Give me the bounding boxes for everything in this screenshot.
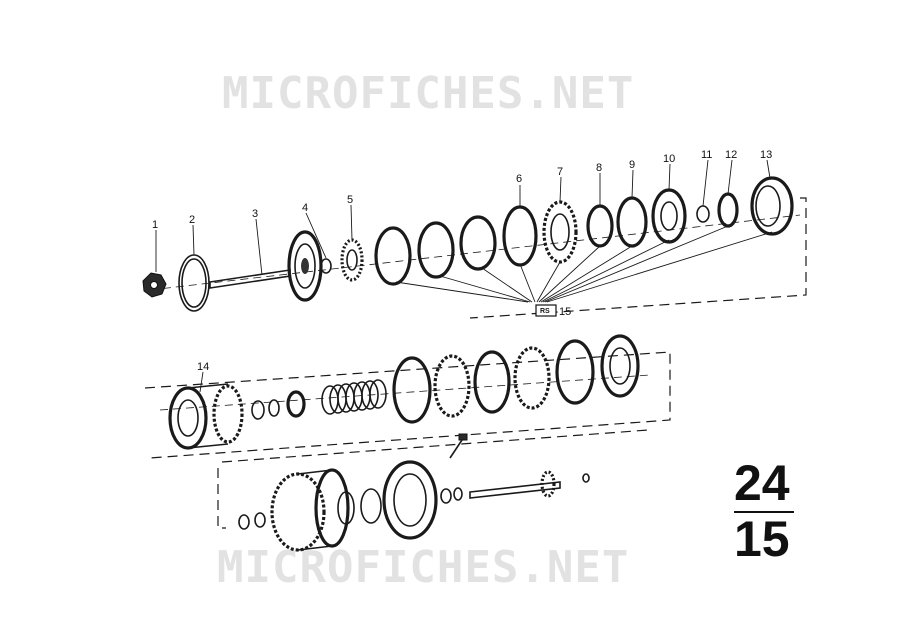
callout-14-leader [199,371,204,393]
row3-housing [382,460,438,540]
diagram-ref-figure: 15 [734,511,790,567]
repair-set-box-text: RS [540,308,550,315]
callout-5: 5 [347,194,353,206]
watermark-bottom: MICROFICHES.NET [217,542,629,593]
repair-set-marker: RS 15 [535,304,571,318]
part-11-washer [696,205,710,223]
callout-11: 11 [701,149,712,161]
part-1-lock-washer [142,272,167,298]
row2-plate-b [433,354,471,418]
part-2-snap-ring [178,254,210,312]
row2-plate-e [555,339,595,405]
callout-13: 13 [760,149,772,161]
callout-9: 9 [629,159,635,171]
callout-12: 12 [725,149,737,161]
part-7-sprag-bearing [542,200,578,264]
part-10-piston [651,188,687,244]
clutch-plate-c [459,215,497,271]
part-9-disc [616,196,648,248]
repair-set-number: 15 [559,306,571,318]
callout-4: 4 [302,202,308,214]
callout-7: 7 [557,166,563,178]
row2-assembly: 14 [144,334,671,459]
row3-output-shaft [469,470,590,499]
row2-retainer [286,390,306,418]
clutch-plate-a [374,226,412,286]
row3-washer-a [238,514,250,530]
row2-spring-pack [321,379,387,415]
row1-callout-leaders [155,159,771,276]
row3-washer-d [453,487,463,501]
part-13-drum [750,176,794,236]
row3-washer-b [254,512,266,528]
row1-center-axis [149,214,801,291]
row3-dashed-frame [217,429,649,529]
callout-8: 8 [596,162,602,174]
row2-piston [600,334,640,398]
repair-set-leaders [395,225,773,303]
callout-1: 1 [152,219,158,231]
clutch-plate-b [417,221,455,279]
callout-3: 3 [252,208,258,220]
part-6-clutch-disc [502,205,538,267]
callout-14: 14 [197,361,209,373]
part-14-clutch-drum [168,383,244,450]
diagram-ref-group: 24 [734,455,790,511]
row1-callouts: 1 2 3 4 5 6 7 8 9 10 11 12 13 [152,149,772,231]
row3-bolt [449,433,468,459]
part-12-ring [717,192,739,228]
part-4-washer [320,258,332,274]
row3-assembly [217,429,649,552]
row2-washer-a [251,400,265,420]
part-5-gear [340,238,364,282]
row2-plate-a [392,356,432,424]
repair-set-box [535,304,557,317]
row2-center-axis [159,374,651,411]
row3-o-ring [360,488,382,524]
row2-plate-c [473,350,511,414]
row1-dashed-frame [469,197,807,319]
part-8-ring [586,204,614,248]
row2-washer-b [268,399,280,417]
callout-2: 2 [189,214,195,226]
part-3-shaft-gear [209,230,323,302]
row3-clutch-hub [270,468,355,552]
callout-6: 6 [516,173,522,185]
row3-washer-c [440,488,452,504]
callout-10: 10 [663,153,675,165]
diagram-reference: 24 15 [734,455,794,567]
watermark-top: MICROFICHES.NET [222,68,634,119]
row2-dashed-frame [144,351,671,459]
row2-plate-d [513,346,551,410]
row1-assembly: RS 15 1 2 3 4 5 6 7 8 9 [142,149,807,319]
